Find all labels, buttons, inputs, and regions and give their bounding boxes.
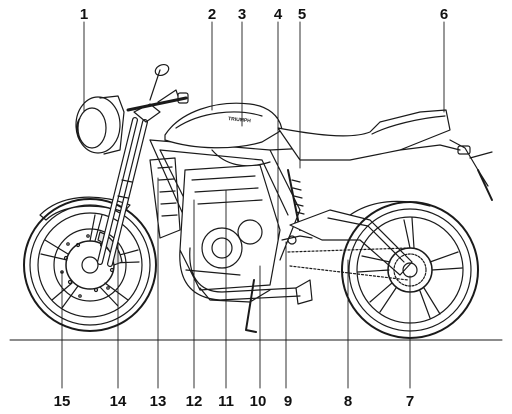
rear-hugger xyxy=(349,200,431,216)
bottom-callouts: 15 14 13 12 11 10 9 8 7 xyxy=(54,393,415,410)
front-forks xyxy=(97,117,148,267)
callout-5: 5 xyxy=(298,6,306,23)
fuel-tank xyxy=(164,102,283,167)
exhaust xyxy=(179,247,313,305)
headlight xyxy=(75,95,125,155)
callout-13: 13 xyxy=(150,393,167,410)
front-mudguard xyxy=(39,196,131,221)
rear-number-plate-hanger xyxy=(449,139,493,201)
callout-4: 4 xyxy=(274,6,283,23)
callout-7: 7 xyxy=(406,393,414,410)
top-callouts: 1 2 3 4 5 6 xyxy=(80,6,448,23)
engine xyxy=(179,164,281,303)
footrest-right xyxy=(281,235,313,245)
handlebar xyxy=(126,63,189,123)
callout-3: 3 xyxy=(238,6,246,23)
tank-logo: TRIUMPH xyxy=(228,116,252,124)
side-stand xyxy=(245,279,257,333)
callout-9: 9 xyxy=(284,393,292,410)
callout-11: 11 xyxy=(218,393,234,410)
callout-14: 14 xyxy=(110,393,127,410)
radiator xyxy=(149,157,181,239)
callout-15: 15 xyxy=(54,393,71,410)
seat-and-tail xyxy=(277,109,461,161)
callout-8: 8 xyxy=(344,393,352,410)
callout-6: 6 xyxy=(440,6,448,23)
rear-shock xyxy=(287,169,305,231)
callout-2: 2 xyxy=(208,6,216,23)
leader-lines xyxy=(61,21,445,389)
callout-10: 10 xyxy=(250,393,267,410)
callout-1: 1 xyxy=(80,6,88,23)
callout-12: 12 xyxy=(186,393,203,410)
